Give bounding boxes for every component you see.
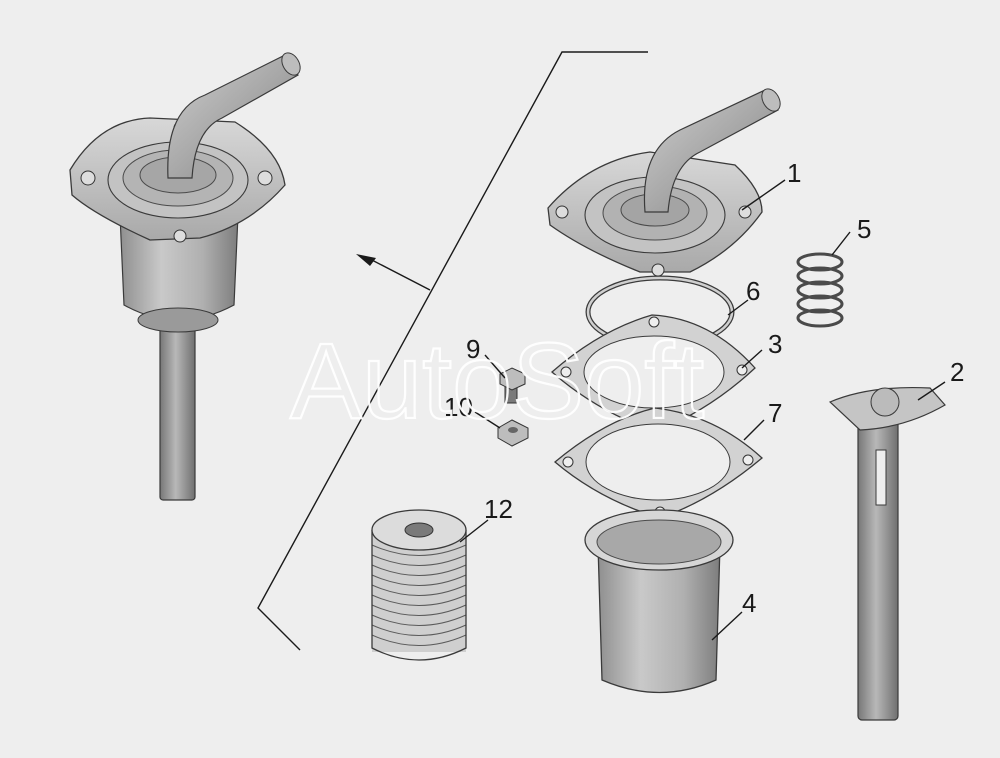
- part-2-lever-shaft: [828, 386, 946, 721]
- explode-bracket: [257, 51, 648, 651]
- callout-7: 7: [768, 398, 782, 428]
- part-12-washer-stack: [371, 509, 467, 661]
- part-1-cover-assembly: [547, 88, 781, 277]
- callout-2: 2: [950, 357, 964, 387]
- callout-5: 5: [857, 214, 871, 244]
- watermark-text: AutoSoft: [290, 320, 704, 441]
- part-10-nut: [497, 419, 529, 447]
- callout-4: 4: [742, 588, 756, 618]
- part-4-cup: [584, 509, 734, 694]
- callout-labels: 1 2 3 4 5 6 7 9 10 12: [444, 158, 964, 618]
- arrow-head-icon: [356, 254, 376, 266]
- assembled-unit: [69, 52, 301, 501]
- leader-lines: [459, 179, 946, 641]
- callout-9: 9: [466, 334, 480, 364]
- assembled-shaft: [159, 319, 196, 501]
- callout-1: 1: [787, 158, 801, 188]
- callout-12: 12: [484, 494, 513, 524]
- part-7-gasket: [553, 407, 763, 519]
- part-9-bolt: [499, 367, 526, 404]
- part-5-spring: [796, 252, 844, 328]
- callout-3: 3: [768, 329, 782, 359]
- callout-10: 10: [444, 392, 473, 422]
- callout-6: 6: [746, 276, 760, 306]
- part-3-gasket: [551, 314, 756, 433]
